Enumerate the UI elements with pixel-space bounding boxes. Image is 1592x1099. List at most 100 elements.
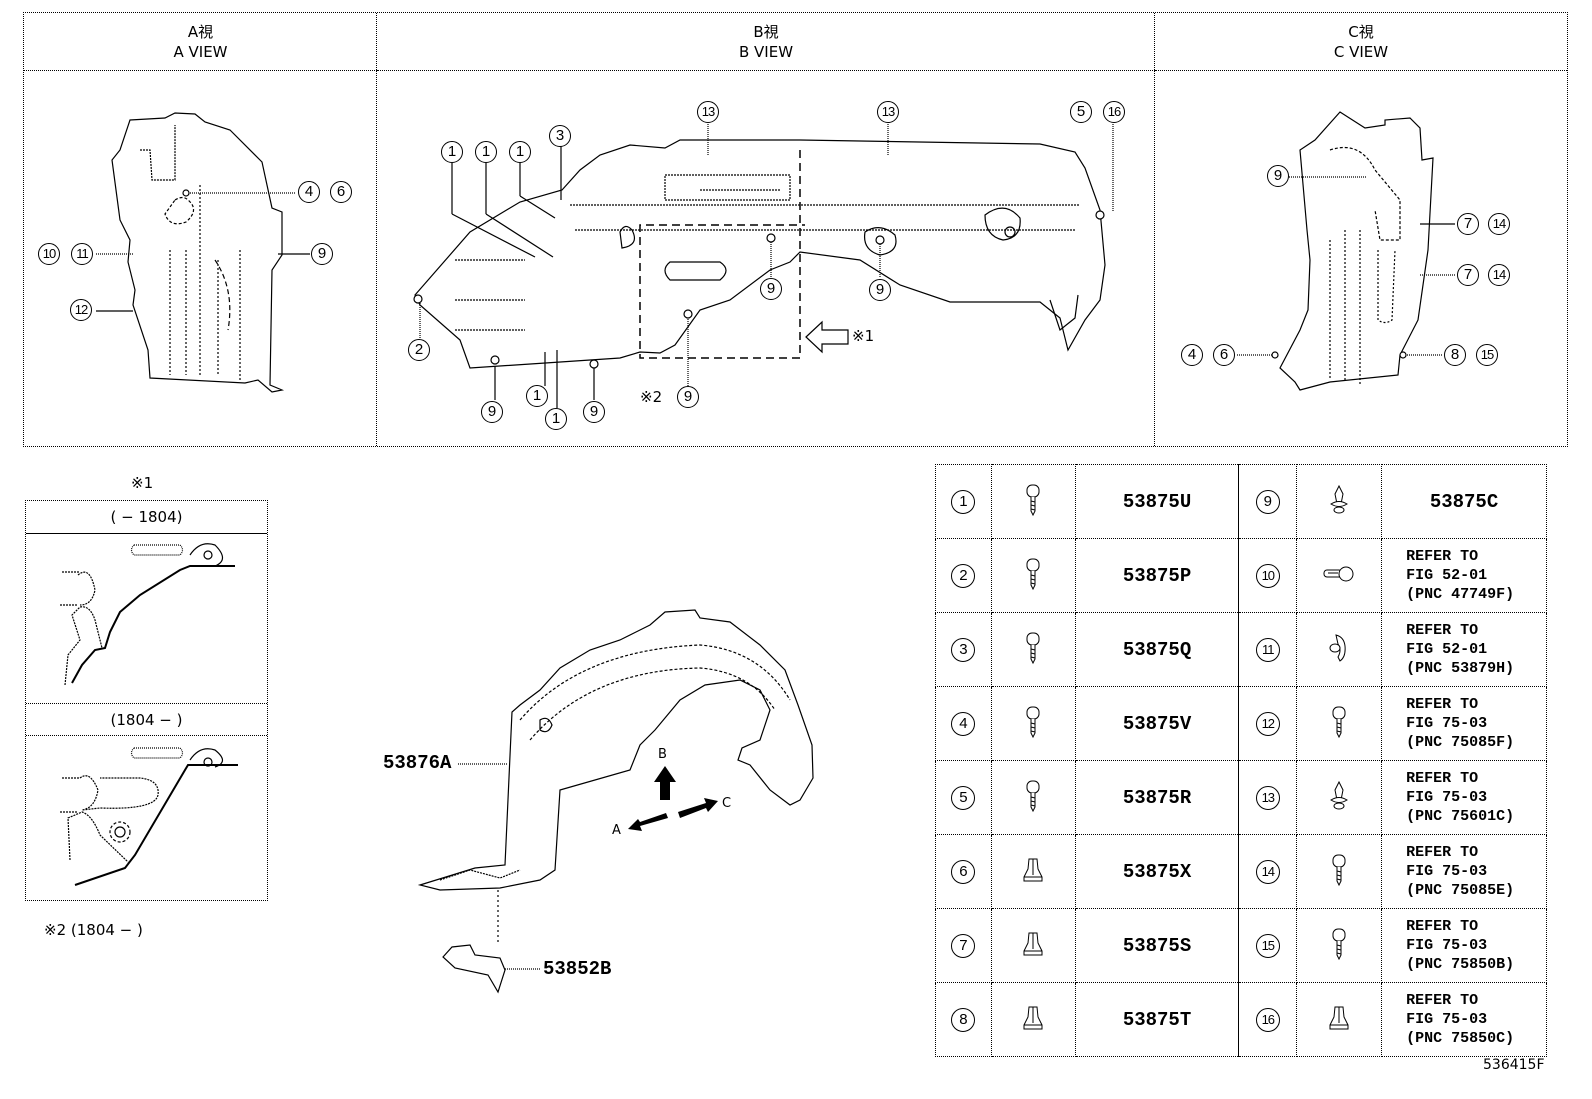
parts-table-row: 2 53875P 10 REFER TO FIG 52-01 (PNC 47749F) <box>935 538 1547 613</box>
b-callout-1b: 1 <box>475 141 497 163</box>
right-part-number[interactable]: REFER TO FIG 75-03 (PNC 75850B) <box>1381 908 1547 983</box>
right-part-number[interactable]: REFER TO FIG 52-01 (PNC 47749F) <box>1381 538 1547 613</box>
right-ref-number: 11 <box>1255 637 1280 662</box>
b-callout-9c: 9 <box>677 386 699 408</box>
b-view-title-jp: B視 <box>753 23 779 41</box>
right-icon-cell <box>1296 834 1383 909</box>
left-ref-no-cell: 8 <box>935 982 992 1057</box>
clip-icon <box>1327 780 1351 816</box>
left-ref-number: 4 <box>951 711 976 736</box>
right-ref-no-cell: 10 <box>1238 538 1298 613</box>
b-note-2: ※2 <box>640 388 663 406</box>
left-icon-cell <box>990 834 1076 909</box>
left-part-number[interactable]: 53875U <box>1074 464 1240 539</box>
b-callout-9e: 9 <box>869 279 891 301</box>
right-part-number[interactable]: REFER TO FIG 75-03 (PNC 75085F) <box>1381 686 1547 761</box>
b-callout-9d: 9 <box>760 278 782 300</box>
b-callout-1a: 1 <box>441 141 463 163</box>
b-view-column <box>377 13 1155 446</box>
b-callout-2: 2 <box>408 339 430 361</box>
right-ref-no-cell: 16 <box>1238 982 1298 1057</box>
parts-table-row: 7 53875S 15 REFER TO FIG 75-03 (PNC 75850B) <box>935 908 1547 983</box>
a-callout-10: 10 <box>38 243 60 265</box>
right-icon-cell <box>1296 538 1383 613</box>
left-ref-no-cell: 6 <box>935 834 992 909</box>
b-view-header: B視 B VIEW <box>377 13 1155 71</box>
screw-icon <box>1023 780 1043 817</box>
b-callout-1d: 1 <box>526 385 548 407</box>
b-view-title-en: B VIEW <box>738 43 794 61</box>
right-ref-no-cell: 13 <box>1238 760 1298 835</box>
left-part-number[interactable]: 53875X <box>1074 834 1240 909</box>
right-part-number[interactable]: REFER TO FIG 75-03 (PNC 75850C) <box>1381 982 1547 1057</box>
left-part-number[interactable]: 53875V <box>1074 686 1240 761</box>
right-icon-cell <box>1296 464 1383 539</box>
wire-clamp-icon <box>1322 566 1356 589</box>
clip-icon <box>1327 484 1351 520</box>
left-part-number[interactable]: 53875S <box>1074 908 1240 983</box>
left-part-number[interactable]: 53875R <box>1074 760 1240 835</box>
left-icon-cell <box>990 538 1076 613</box>
views-panel: A視 A VIEW B視 B VIEW C視 C VIEW <box>23 12 1568 447</box>
right-ref-number: 10 <box>1255 563 1280 588</box>
a-view-column <box>24 13 377 446</box>
nut-icon <box>1022 858 1044 889</box>
a-view-title-jp: A視 <box>187 23 214 41</box>
main-liner-drawing <box>417 609 814 891</box>
a-view-title-en: A VIEW <box>173 43 228 61</box>
right-part-number[interactable]: REFER TO FIG 52-01 (PNC 53879H) <box>1381 612 1547 687</box>
right-icon-cell <box>1296 908 1383 983</box>
left-ref-no-cell: 7 <box>935 908 992 983</box>
left-icon-cell <box>990 464 1076 539</box>
left-part-number[interactable]: 53875T <box>1074 982 1240 1057</box>
left-part-number[interactable]: 53875Q <box>1074 612 1240 687</box>
left-icon-cell <box>990 760 1076 835</box>
part-label-53852b[interactable]: 53852B <box>543 958 612 980</box>
left-ref-number: 3 <box>951 637 976 662</box>
c-callout-6: 6 <box>1213 344 1235 366</box>
inset-row2-label: (1804 − ) <box>26 703 267 736</box>
left-ref-number: 8 <box>951 1007 976 1032</box>
right-ref-no-cell: 15 <box>1238 908 1298 983</box>
screw-icon <box>1329 854 1349 891</box>
left-ref-no-cell: 3 <box>935 612 992 687</box>
right-ref-number: 14 <box>1255 859 1280 884</box>
left-ref-number: 6 <box>951 859 976 884</box>
right-part-number[interactable]: REFER TO FIG 75-03 (PNC 75601C) <box>1381 760 1547 835</box>
nut-icon <box>1328 1006 1350 1037</box>
inset-title: ※1 <box>131 474 154 492</box>
right-part-number[interactable]: REFER TO FIG 75-03 (PNC 75085E) <box>1381 834 1547 909</box>
left-icon-cell <box>990 908 1076 983</box>
right-icon-cell <box>1296 982 1383 1057</box>
left-ref-no-cell: 2 <box>935 538 992 613</box>
right-ref-no-cell: 12 <box>1238 686 1298 761</box>
c-callout-14a: 14 <box>1488 213 1510 235</box>
screw-icon <box>1023 706 1043 743</box>
part-label-53876a[interactable]: 53876A <box>383 752 452 774</box>
parts-table-row: 3 53875Q 11 REFER TO FIG 52-01 (PNC 53879H) <box>935 612 1547 687</box>
b-callout-5: 5 <box>1070 101 1092 123</box>
inset-panel: ( − 1804) (1804 − ) <box>25 500 268 901</box>
left-icon-cell <box>990 686 1076 761</box>
b-view-liner-drawing <box>414 139 1106 369</box>
arrow-a <box>628 813 668 831</box>
c-view-liner-drawing <box>1279 111 1434 391</box>
c-view-header: C視 C VIEW <box>1155 13 1567 71</box>
inset-footnote: ※2 (1804 − ) <box>44 921 143 939</box>
a-view-header: A視 A VIEW <box>24 13 377 71</box>
a-callout-11: 11 <box>71 243 93 265</box>
b-callout-3: 3 <box>549 125 571 147</box>
screw-icon <box>1023 558 1043 595</box>
left-icon-cell <box>990 982 1076 1057</box>
right-part-number[interactable]: 53875C <box>1381 464 1547 539</box>
c-callout-8: 8 <box>1444 344 1466 366</box>
nut-icon <box>1022 1006 1044 1037</box>
inset-top-drawing <box>71 565 235 684</box>
left-part-number[interactable]: 53875P <box>1074 538 1240 613</box>
right-ref-number: 15 <box>1255 933 1280 958</box>
right-ref-no-cell: 9 <box>1238 464 1298 539</box>
